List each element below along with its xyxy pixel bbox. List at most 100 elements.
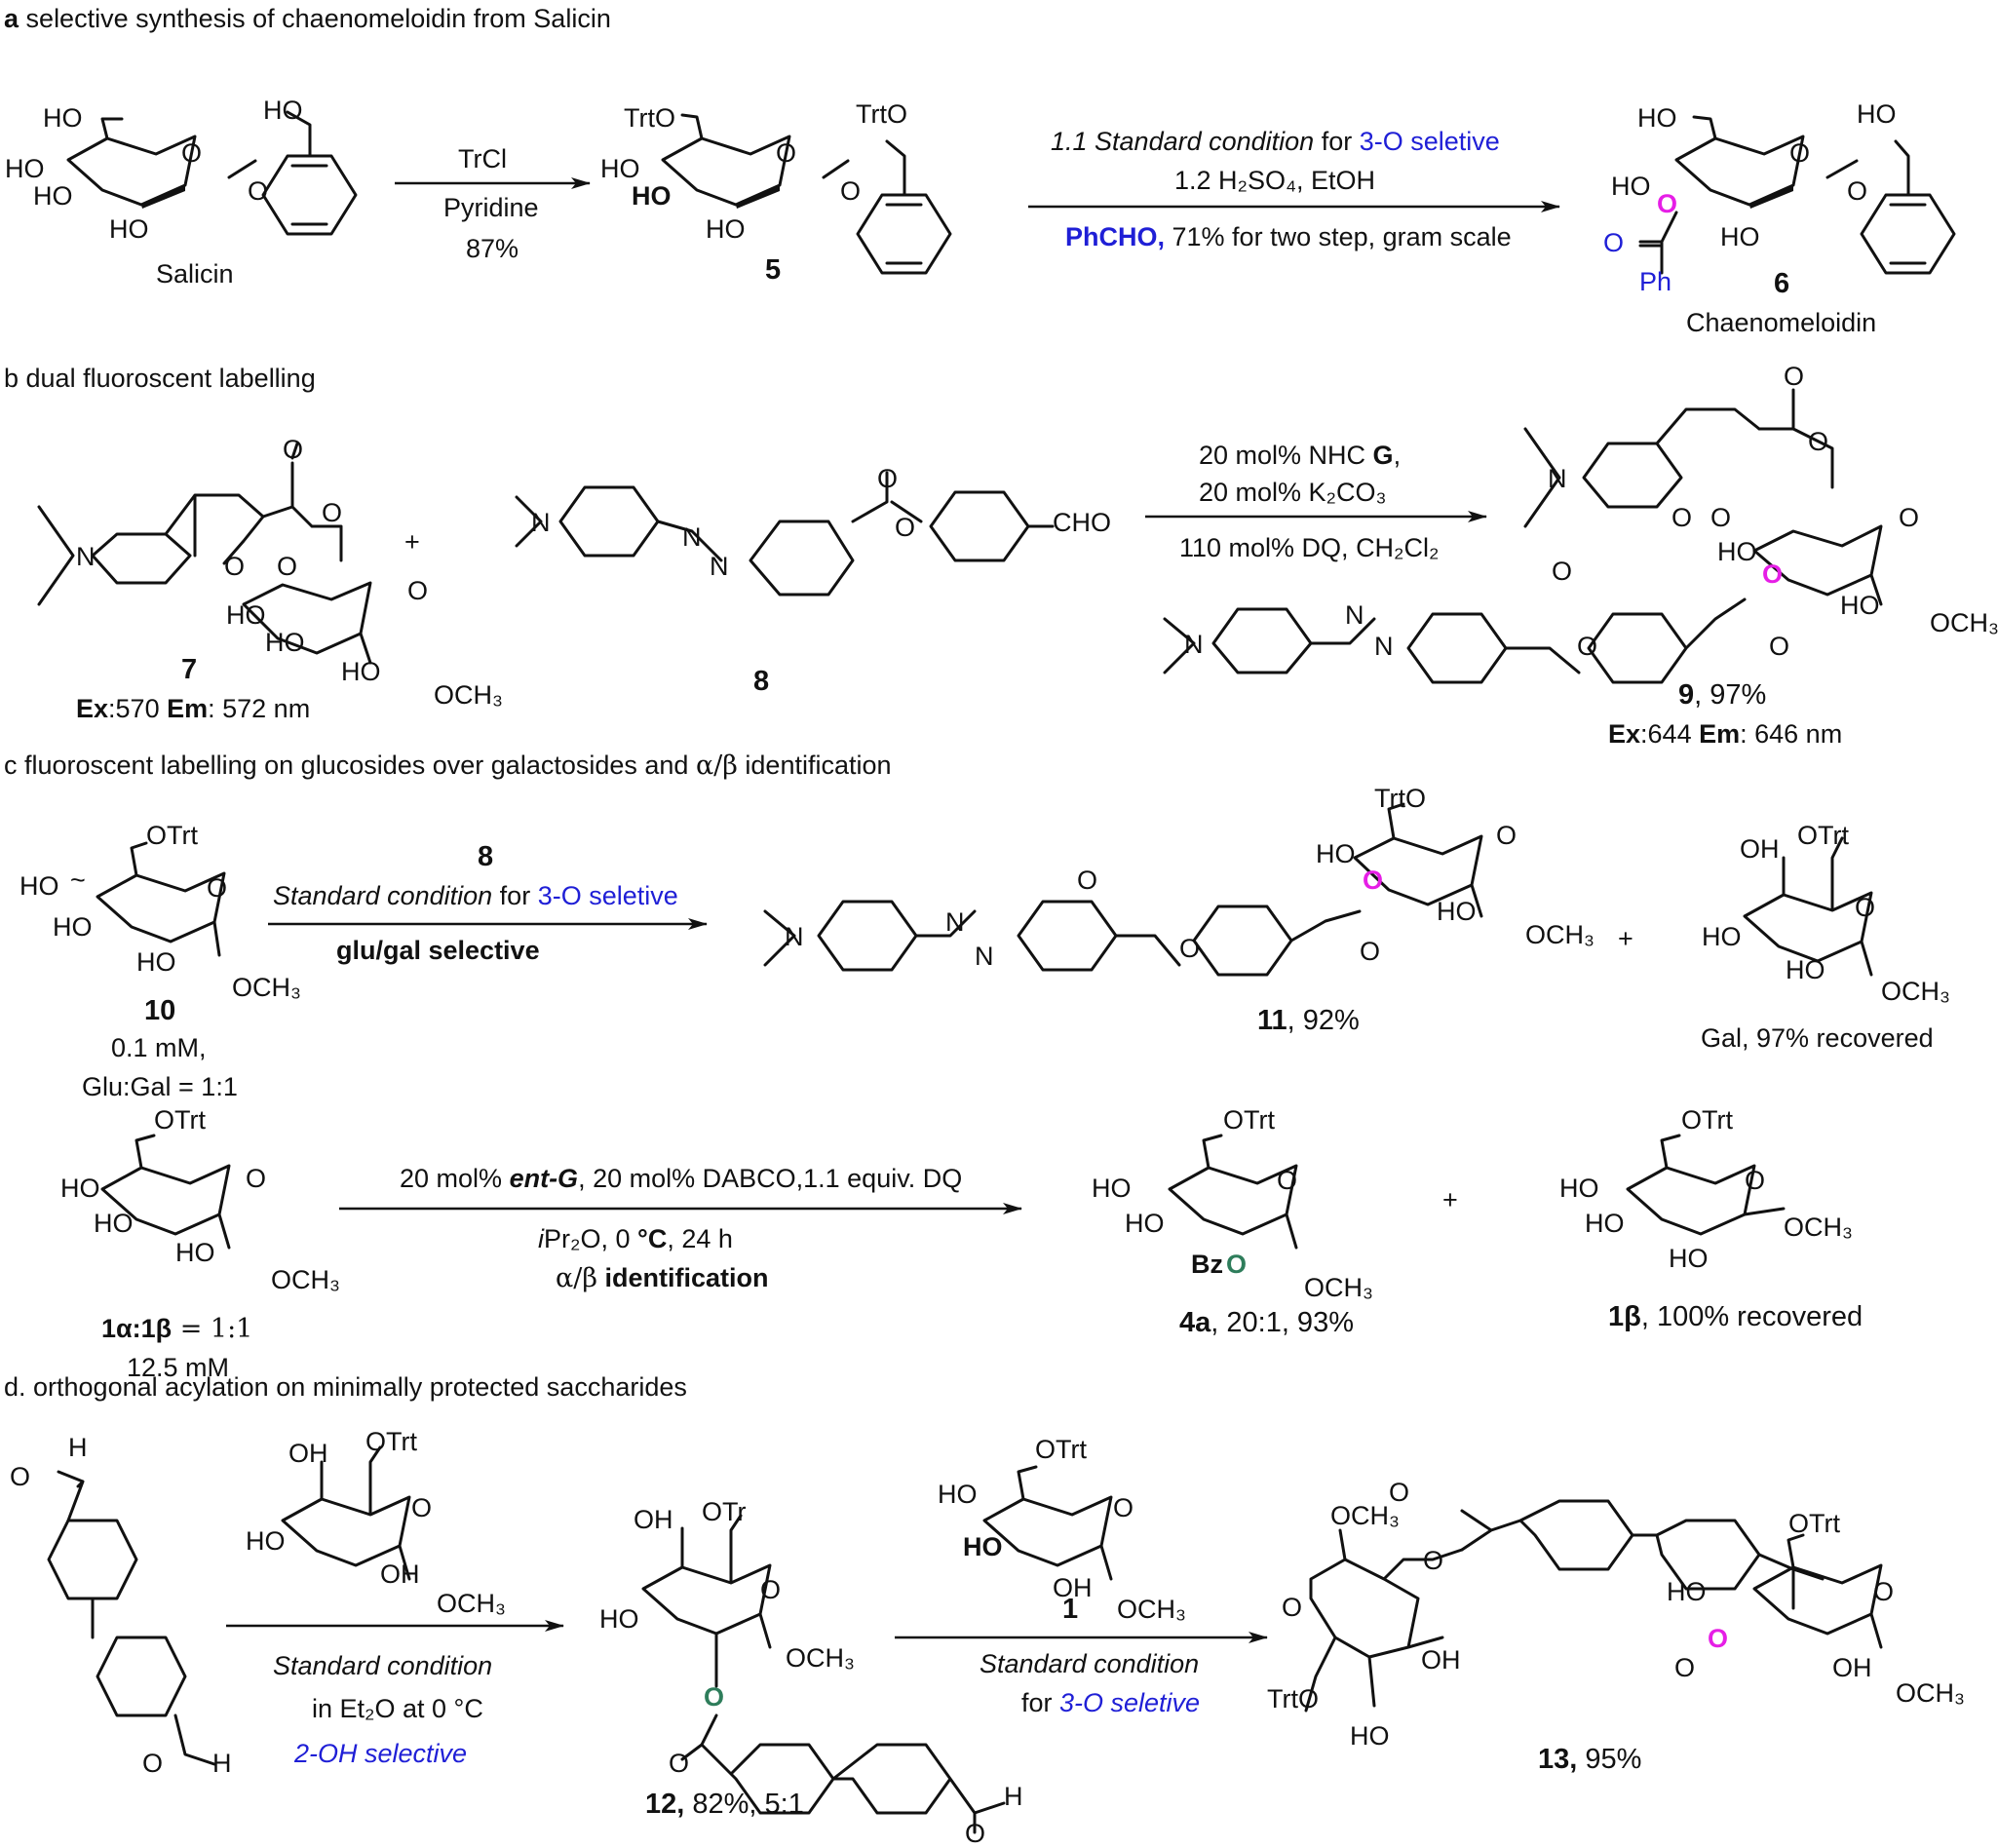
compound-7-structure: N O O O O HO HO HO O OCH₃ + 7 Ex:570 Em:… (37, 435, 503, 723)
atom-O: O (1389, 1478, 1409, 1507)
atom-HO: HO (1720, 222, 1760, 251)
section-a: a selective synthesis of chaenomeloidin … (4, 4, 1956, 337)
atom-HO: HO (265, 628, 305, 657)
compound-1-concentration: 12.5 mM (127, 1353, 229, 1382)
yield-87: 87% (466, 234, 519, 263)
section-b: b dual fluoroscent labelling N O O O O H… (4, 362, 1998, 749)
compound-8-number: 8 (753, 666, 769, 697)
atom-OH: OH (1421, 1645, 1461, 1675)
condition-2oh-selective: 2-OH selective (293, 1739, 467, 1768)
atom-HO: HO (1092, 1174, 1132, 1203)
atom-OH: OH (1832, 1653, 1872, 1682)
atom-O: O (1674, 1653, 1695, 1682)
atom-HO: HO (1667, 1577, 1707, 1606)
atom-HO: HO (1350, 1721, 1390, 1751)
atom-O: O (10, 1462, 30, 1491)
compound-6-structure: HO HO O O Ph HO O O HO 6 Chaenomeloidin (1603, 99, 1956, 337)
atom-HO: HO (938, 1480, 978, 1509)
atom-CHO: CHO (1053, 508, 1111, 537)
atom-Ph: Ph (1639, 267, 1671, 296)
atom-OH: OH (1053, 1573, 1093, 1602)
atom-HO: HO (246, 1526, 286, 1556)
plus-sign: + (404, 527, 420, 557)
reagent-1-number: 1 (1062, 1594, 1078, 1625)
atom-O: O (1360, 937, 1380, 966)
compound-9-structure: N O O O O HO O HO O OCH₃ N N N O O O 9, … (1163, 362, 1998, 749)
compound-12-structure: OH OTr HO O O OCH₃ O H O 12, 82%, 5:1 (599, 1497, 1023, 1848)
atom-HO: HO (226, 600, 266, 630)
compound-1-mixture-structure: OTrt HO HO HO O OCH₃ 1α:1β = 1:1 12.5 mM (60, 1105, 340, 1382)
atom-Bz: Bz (1191, 1250, 1223, 1279)
atom-OTrt: OTrt (1797, 821, 1849, 850)
condition-k2co3: 20 mol% K₂CO₃ (1199, 478, 1387, 507)
atom-HO-bold: HO (632, 181, 672, 211)
atom-O: O (1077, 866, 1097, 895)
atom-N: N (1548, 464, 1567, 493)
atom-HO: HO (60, 1174, 100, 1203)
atom-O: O (1577, 632, 1597, 661)
atom-O: O (1789, 138, 1810, 168)
section-b-title: b dual fluoroscent labelling (4, 364, 316, 393)
atom-HO: HO (94, 1209, 134, 1238)
atom-OTrt: OTrt (1223, 1105, 1275, 1135)
atom-O: O (246, 1164, 266, 1193)
atom-O: O (407, 576, 428, 605)
atom-O: O (322, 498, 342, 527)
compound-13-number: 13, 95% (1538, 1744, 1641, 1775)
atom-O: O (1899, 503, 1919, 532)
step2-condition-line2: 1.2 H₂SO₄, EtOH (1174, 166, 1375, 195)
atom-HO: HO (706, 214, 746, 244)
atom-HO: HO (341, 657, 381, 686)
atom-HO: HO (1125, 1209, 1165, 1238)
compound-11-structure: TrtO HO O HO O OCH₃ + O O O N N N 11, 92… (763, 784, 1633, 1036)
condition-standard: Standard condition (980, 1649, 1199, 1678)
atom-OCH3: OCH₃ (1784, 1213, 1853, 1242)
atom-HO: HO (600, 154, 640, 183)
galactoside-reagent-structure: OH OTrt HO OH O OCH₃ (246, 1427, 506, 1618)
section-a-title: a selective synthesis of chaenomeloidin … (4, 4, 611, 33)
salicin-structure: HO HO HO HO O O HO Salicin (5, 96, 358, 289)
biphenyl-dialdehyde-structure: H O O H (10, 1433, 232, 1778)
compound-10-structure: OTrt HO ~ HO HO O OCH₃ 10 0.1 mM, Glu:Ga… (19, 821, 301, 1101)
atom-O: O (776, 138, 796, 168)
atom-O-carbonyl: O (1603, 228, 1624, 257)
atom-HO: HO (1669, 1244, 1709, 1273)
atom-H: H (212, 1749, 232, 1778)
compound-7-spectra: Ex:570 Em: 572 nm (76, 694, 310, 723)
compound-11-number: 11, 92% (1257, 1005, 1360, 1036)
compound-4a-structure: OTrt HO HO Bz O O OCH₃ 4a, 20:1, 93% + (1092, 1105, 1458, 1338)
atom-N: N (710, 552, 729, 581)
atom-HO: HO (33, 181, 73, 211)
atom-O: O (1855, 893, 1875, 922)
atom-N: N (1184, 630, 1204, 659)
atom-O: O (1808, 427, 1828, 456)
condition-standard: Standard condition (273, 1651, 492, 1680)
atom-OH: OH (288, 1439, 328, 1468)
atom-O: O (283, 435, 303, 464)
atom-N: N (785, 922, 804, 951)
plus-sign: + (1442, 1185, 1458, 1214)
atom-HO-bold: HO (963, 1532, 1003, 1561)
atom-O: O (895, 513, 915, 542)
condition-glu-gal: glu/gal selective (336, 936, 540, 965)
galactoside-structure: OH OTrt HO HO O OCH₃ Gal, 97% recovered (1701, 821, 1950, 1053)
atom-O-acyl: O (1708, 1624, 1728, 1653)
atom-OCH3: OCH₃ (434, 680, 503, 710)
atom-O: O (965, 1819, 985, 1848)
atom-HO: HO (1316, 839, 1356, 868)
atom-H: H (1004, 1782, 1023, 1811)
atom-O: O (1496, 821, 1517, 850)
atom-OCH3: OCH₃ (1930, 608, 1998, 637)
compound-1-ratio: 1α:1β = 1:1 (101, 1314, 252, 1344)
atom-HO: HO (599, 1604, 639, 1634)
condition-ent-g: 20 mol% ent-G, 20 mol% DABCO,1.1 equiv. … (400, 1164, 962, 1193)
atom-HO: HO (1840, 591, 1880, 620)
atom-TrtO: TrtO (856, 99, 907, 129)
gal-recovered-label: Gal, 97% recovered (1701, 1023, 1934, 1053)
condition-3o-selective: for 3-O seletive (1021, 1688, 1200, 1717)
compound-12-number: 12, 82%, 5:1 (645, 1789, 804, 1820)
compound-8-structure: N N N O O CHO 8 (515, 464, 1111, 697)
atom-O-acyl: O (1363, 866, 1383, 895)
atom-OTrt: OTrt (1681, 1105, 1733, 1135)
atom-OTr: OTr (702, 1497, 746, 1526)
